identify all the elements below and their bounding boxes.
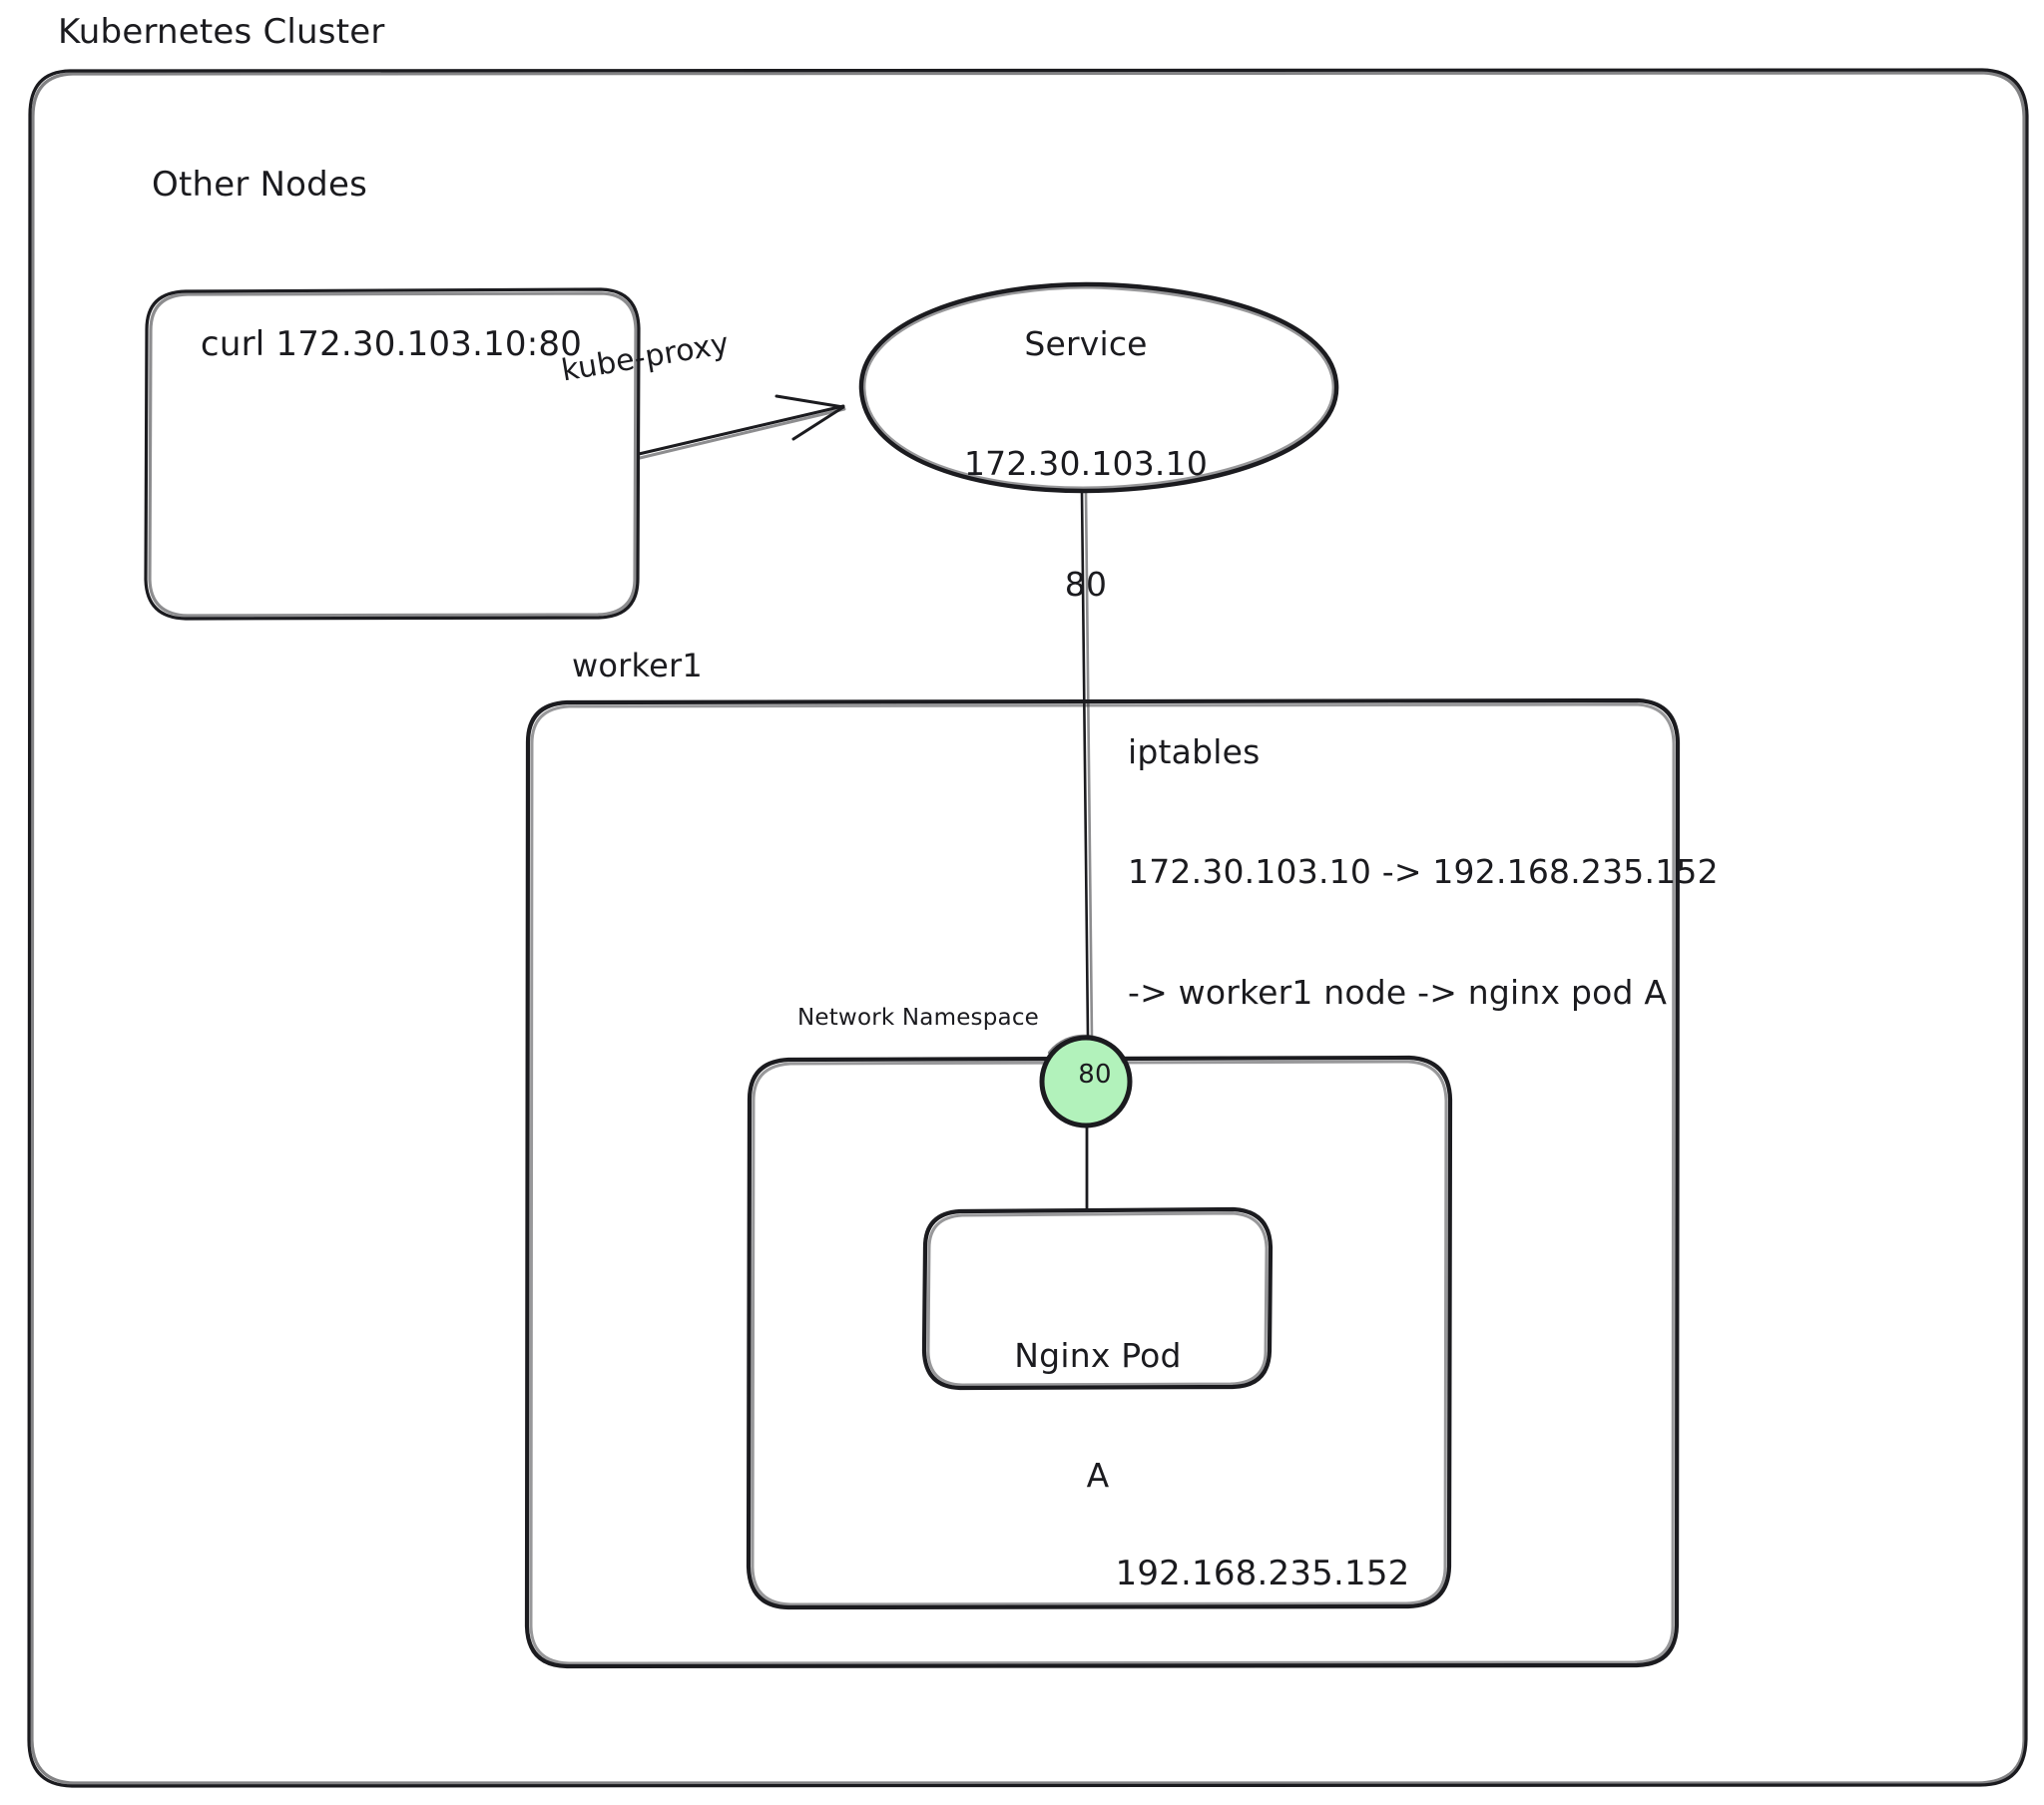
service-port: 80 — [1064, 565, 1108, 604]
worker1-box — [524, 697, 1681, 1669]
cluster-title: Kubernetes Cluster — [58, 12, 385, 52]
other-nodes-label: Other Nodes — [152, 165, 367, 205]
nginx-pod-title: Nginx Pod — [1014, 1335, 1182, 1375]
nginx-pod-name: A — [1086, 1456, 1110, 1496]
iptables-connector — [1080, 489, 1094, 1040]
port-circle-label: 80 — [1078, 1060, 1112, 1090]
iptables-rule-line-2: -> worker1 node -> nginx pod A — [1128, 973, 1668, 1012]
iptables-title: iptables — [1128, 731, 1261, 771]
nginx-pod-box — [921, 1206, 1274, 1391]
cluster-boundary — [27, 68, 2029, 1788]
iptables-edge-label: iptables 172.30.103.10 -> 192.168.235.15… — [1128, 652, 1719, 1094]
service-ellipse — [858, 281, 1339, 494]
iptables-rule-line-1: 172.30.103.10 -> 192.168.235.152 — [1128, 852, 1719, 892]
curl-command-text: curl 172.30.103.10:80 — [200, 324, 583, 364]
other-nodes-box — [144, 287, 641, 621]
network-namespace-label: Network Namespace — [796, 1005, 1040, 1031]
service-cluster-ip: 172.30.103.10 — [963, 444, 1209, 484]
kube-proxy-arrow — [637, 394, 846, 460]
pod-ip-label: 192.168.235.152 — [1115, 1554, 1410, 1593]
nginx-pod-text: Nginx Pod A — [1014, 1255, 1181, 1577]
service-title: Service — [1024, 323, 1148, 363]
network-namespace-box — [746, 1055, 1453, 1610]
service-node-text: Service 172.30.103.10 80 — [964, 243, 1208, 685]
worker1-label: worker1 — [572, 647, 703, 684]
